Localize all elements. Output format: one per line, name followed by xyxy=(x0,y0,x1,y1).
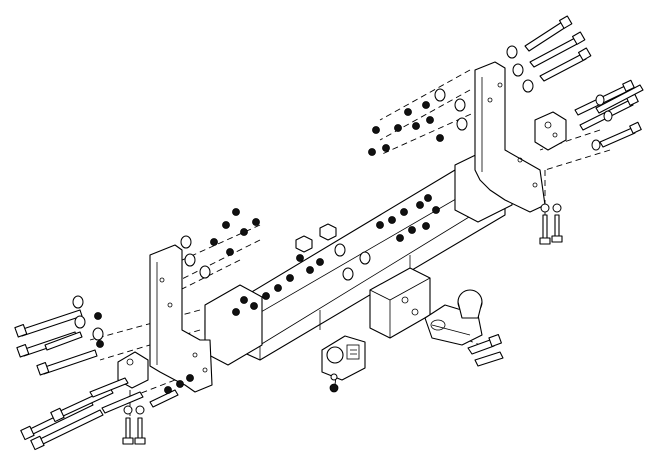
electrical-socket-plate xyxy=(321,335,366,393)
left-side-bracket xyxy=(117,244,213,393)
nuts xyxy=(94,101,444,394)
washers xyxy=(72,45,613,415)
right-side-bracket xyxy=(474,61,567,213)
main-crossbar xyxy=(204,147,513,366)
tow-ball xyxy=(424,289,504,367)
